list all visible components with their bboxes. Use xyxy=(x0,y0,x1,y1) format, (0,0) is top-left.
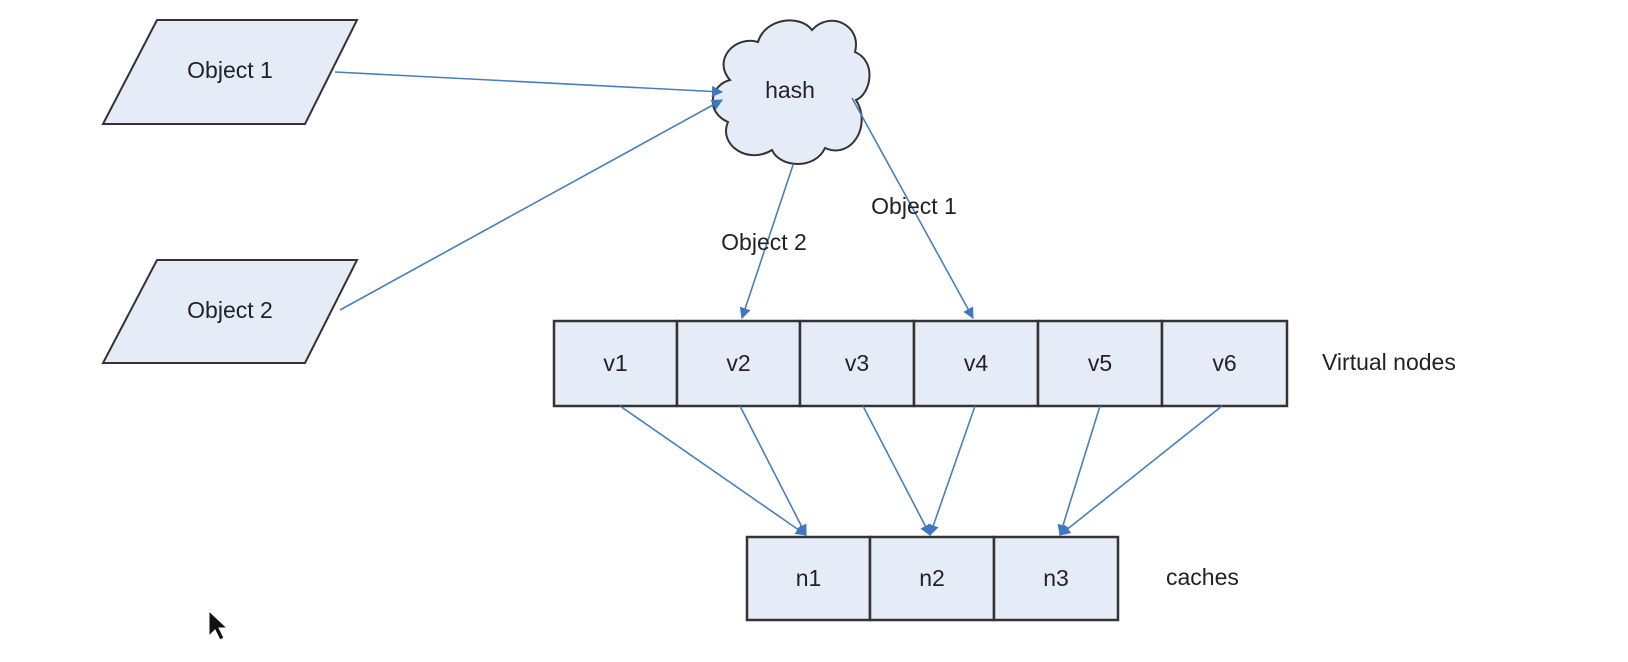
arrow-object-1-to-hash xyxy=(334,71,724,98)
hash-label: hash xyxy=(765,77,815,103)
object-2-shape xyxy=(101,259,359,364)
arrow-v4-to-n2 xyxy=(928,405,976,537)
arrow-hash-to-v4 xyxy=(851,97,974,319)
arrow-v1-to-n1 xyxy=(619,405,807,536)
arrow-v2-to-n1 xyxy=(739,405,807,536)
virtual-node-label: v5 xyxy=(1088,350,1112,376)
mouse-cursor-icon xyxy=(208,609,229,641)
cache-node-n2 xyxy=(868,535,996,622)
object-2-label: Object 2 xyxy=(187,297,273,323)
virtual-node-v6 xyxy=(1160,319,1289,408)
object-1-label: Object 1 xyxy=(187,57,273,83)
arrow-v3-to-n2 xyxy=(862,405,931,536)
arrow-object-2-to-hash xyxy=(339,99,723,311)
virtual-nodes-label: Virtual nodes xyxy=(1322,349,1456,375)
arrow-v6-to-n3 xyxy=(1059,405,1223,536)
cache-node-label: n1 xyxy=(796,565,822,591)
object-1-shape xyxy=(101,19,359,125)
cache-node-n1 xyxy=(745,535,872,622)
hash-cloud xyxy=(711,19,871,165)
virtual-node-label: v6 xyxy=(1212,350,1236,376)
cache-node-n3 xyxy=(992,535,1120,622)
caches-label: caches xyxy=(1166,564,1239,590)
edge-label-object-2: Object 2 xyxy=(721,229,807,255)
arrow-v5-to-n3 xyxy=(1057,405,1101,537)
virtual-node-v1 xyxy=(552,319,679,408)
virtual-node-label: v3 xyxy=(845,350,869,376)
virtual-node-label: v1 xyxy=(603,350,627,376)
virtual-node-label: v4 xyxy=(964,350,989,376)
virtual-node-label: v2 xyxy=(726,350,750,376)
cache-node-label: n2 xyxy=(919,565,945,591)
virtual-node-v2 xyxy=(675,319,802,408)
cache-node-label: n3 xyxy=(1043,565,1069,591)
arrow-hash-to-v2 xyxy=(739,164,794,320)
edge-label-object-1: Object 1 xyxy=(871,193,957,219)
